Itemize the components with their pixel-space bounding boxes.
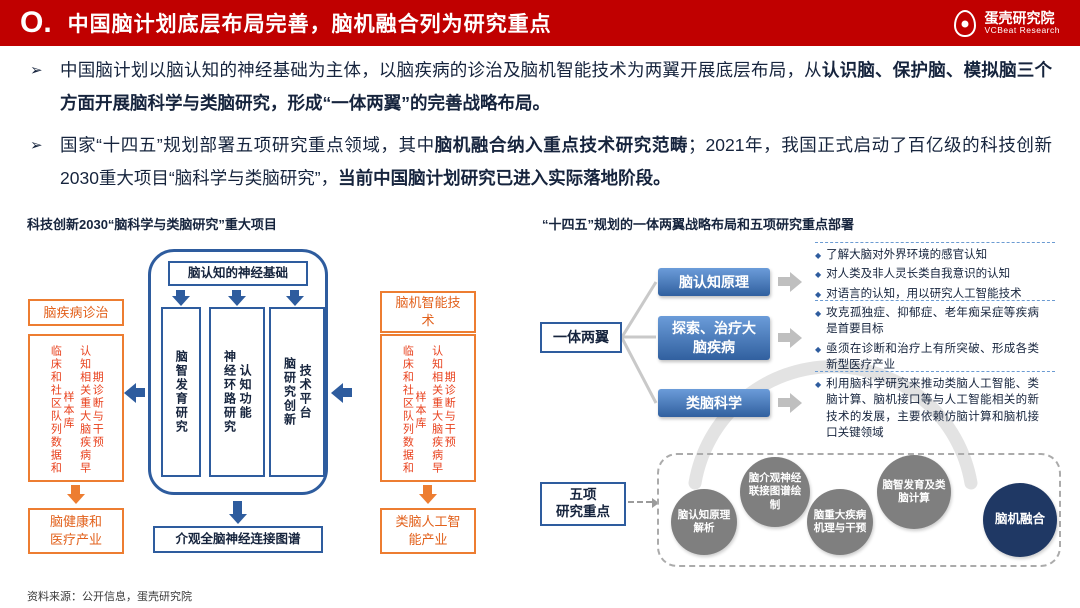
- bullet-segment: 国家“十四五”规划部署五项研究重点领域，其中: [60, 134, 435, 155]
- down-arrow-icon: [71, 485, 80, 494]
- right-diagram-title: “十四五”规划的一体两翼战略布局和五项研究重点部署: [542, 217, 855, 232]
- bullet-list: ➢ 中国脑计划以脑认知的神经基础为主体，以脑疾病的诊治及脑机智能技术为两翼开展底…: [30, 54, 1052, 204]
- dashed-separator: [815, 371, 1055, 372]
- point-item: ◆ 对人类及非人灵长类自我意识的认知: [815, 266, 1039, 282]
- bullet-segment: 中国脑计划以脑认知的神经基础为主体，以脑疾病的诊治及脑机智能技术为两翼开展底层布…: [60, 60, 822, 80]
- down-arrow-icon: [232, 290, 241, 296]
- down-arrow-icon: [176, 290, 185, 296]
- vertical-text: 临床和社区队列数据和样本库: [49, 345, 74, 475]
- down-arrow-icon: [290, 290, 299, 296]
- right-arrow-icon: [778, 277, 790, 286]
- diamond-bullet-icon: ◆: [815, 344, 822, 354]
- five-priorities-line: 研究重点: [556, 504, 610, 519]
- vertical-text: 技术平台: [298, 364, 313, 420]
- brain-health-industry-box: 脑健康和医疗产业: [28, 508, 124, 554]
- brain-project-diagram: 脑疾病诊治 临床和社区队列数据和样本库 认知相关重大脑疾病早期诊断与干预 脑健康…: [20, 233, 525, 568]
- dashed-separator: [815, 242, 1055, 243]
- diamond-bullet-icon: ◆: [815, 380, 822, 389]
- wing-brain-disease-box: 探索、治疗大脑疾病: [658, 316, 770, 360]
- vertical-text: 神经环路研究: [222, 350, 237, 434]
- left-diagram-title: 科技创新2030“脑科学与类脑研究”重大项目: [27, 217, 277, 232]
- point-item: ◆ 利用脑科学研究来推动类脑人工智能、类脑计算、脑机接口等与人工智能相关的新技术的…: [815, 376, 1039, 441]
- right-arrow-icon: [778, 333, 790, 342]
- brain-ai-industry-box: 类脑人工智能产业: [380, 508, 476, 554]
- brain-machine-intelligence-box: 脑机智能技术: [380, 291, 476, 333]
- neural-basis-box: 脑认知的神经基础: [168, 261, 308, 286]
- decorative-swoosh-arc: [620, 281, 978, 490]
- wing-points-brain-inspired: ◆ 利用脑科学研究来推动类脑人工智能、类脑计算、脑机接口等与人工智能相关的新技术的…: [815, 376, 1039, 444]
- bullet-segment: 当前中国脑计划研究已进入实际落地阶段。: [338, 167, 671, 188]
- bullet-text: 中国脑计划以脑认知的神经基础为主体，以脑疾病的诊治及脑机智能技术为两翼开展底层布…: [60, 54, 1052, 120]
- pillar-brain-development: 脑智发育研究: [161, 307, 201, 477]
- vertical-text: 认知功能: [238, 364, 253, 420]
- clinical-cohort-box-right: 临床和社区队列数据和样本库 认知相关重大脑疾病早期诊断与干预: [380, 334, 476, 482]
- brain-disease-treatment-box: 脑疾病诊治: [28, 299, 124, 326]
- dashed-arrow-connector: [628, 498, 659, 508]
- bullet-segment: ；2021年，我国正式启动了百亿级的科技创新2030重大项目“脑科学与类脑研究”…: [60, 134, 1053, 188]
- point-text: 了解大脑对外界环境的感官认知: [826, 249, 988, 261]
- priorities-dashed-frame: [657, 453, 1061, 567]
- point-text: 对人类及非人灵长类自我意识的认知: [826, 268, 1011, 281]
- eggshell-icon: [954, 9, 977, 37]
- bullet-text: 国家“十四五”规划部署五项研究重点领域，其中脑机融合纳入重点技术研究范畴；202…: [60, 129, 1052, 195]
- down-arrow-icon: [233, 501, 242, 514]
- source-note: 资料来源：公开信息，蛋壳研究院: [27, 591, 192, 603]
- brand-subtitle: VCBeat Research: [984, 25, 1060, 36]
- point-item: ◆ 攻克孤独症、抑郁症、老年痴呆症等疾病是首要目标: [815, 305, 1039, 338]
- point-text: 对语言的认知，用以研究人工智能技术: [826, 287, 1022, 300]
- left-arrow-icon: [136, 388, 145, 397]
- vertical-text: 脑研究创新: [282, 357, 297, 427]
- point-item: ◆ 亟须在诊断和治疗上有所突破、形成各类新型医疗产业: [815, 341, 1039, 374]
- vertical-text: 认知相关重大脑疾病早期诊断与干预: [430, 345, 456, 475]
- bullet-item: ➢ 国家“十四五”规划部署五项研究重点领域，其中脑机融合纳入重点技术研究范畴；2…: [30, 129, 1052, 195]
- down-arrow-icon: [423, 485, 432, 494]
- arrow-bullet-icon: ➢: [30, 62, 43, 79]
- wing-brain-inspired-box: 类脑科学: [658, 389, 770, 417]
- mesoscopic-connectome-box: 介观全脑神经连接图谱: [153, 526, 323, 553]
- point-item: ◆ 了解大脑对外界环境的感官认知: [815, 247, 1039, 263]
- left-arrow-icon: [343, 388, 352, 397]
- diamond-bullet-icon: ◆: [815, 251, 822, 260]
- diamond-bullet-icon: ◆: [815, 289, 822, 299]
- wing-points-disease: ◆ 攻克孤独症、抑郁症、老年痴呆症等疾病是首要目标 ◆ 亟须在诊断和治疗上有所突破、…: [815, 305, 1039, 376]
- one-body-two-wings-box: 一体两翼: [540, 322, 622, 353]
- right-arrow-icon: [778, 398, 790, 407]
- pillar-neural-circuits: 神经环路研究 认知功能: [209, 307, 265, 477]
- point-text: 利用脑科学研究来推动类脑人工智能、类脑计算、脑机接口等与人工智能相关的新技术的发…: [826, 378, 1039, 439]
- bullet-item: ➢ 中国脑计划以脑认知的神经基础为主体，以脑疾病的诊治及脑机智能技术为两翼开展底…: [30, 54, 1052, 120]
- brand-text: 蛋壳研究院 VCBeat Research: [984, 10, 1060, 36]
- header-bar: O. 中国脑计划底层布局完善，脑机融合列为研究重点 蛋壳研究院 VCBeat R…: [0, 0, 1080, 46]
- point-item: ◆ 对语言的认知，用以研究人工智能技术: [815, 286, 1039, 302]
- clinical-cohort-box-left: 临床和社区队列数据和样本库 认知相关重大脑疾病早期诊断与干预: [28, 334, 124, 482]
- diamond-bullet-icon: ◆: [815, 309, 822, 318]
- priority-circle-highlight: 脑机融合: [983, 483, 1057, 557]
- diamond-bullet-icon: ◆: [815, 270, 822, 280]
- strategy-diagram: 一体两翼 脑认知原理 探索、治疗大脑疾病 类脑科学 ◆ 了解大脑对外界环境的感官认…: [535, 233, 1080, 583]
- wing-brain-cognition-box: 脑认知原理: [658, 268, 770, 296]
- five-priorities-line: 五项: [569, 487, 597, 503]
- priority-circle: 脑智发育及类脑计算: [877, 455, 951, 529]
- vertical-text: 认知相关重大脑疾病早期诊断与干预: [78, 345, 104, 475]
- point-text: 亟须在诊断和治疗上有所突破、形成各类新型医疗产业: [826, 342, 1039, 371]
- brand-o-logo: O.: [20, 6, 52, 39]
- priority-circle: 脑介观神经联接图谱绘制: [740, 457, 810, 527]
- page-title: 中国脑计划底层布局完善，脑机融合列为研究重点: [67, 13, 552, 36]
- brand: 蛋壳研究院 VCBeat Research: [954, 9, 1060, 37]
- five-priorities-box: 五项 研究重点: [540, 482, 626, 526]
- wing-points-cognition: ◆ 了解大脑对外界环境的感官认知 ◆ 对人类及非人灵长类自我意识的认知 ◆ 对语言的认…: [815, 247, 1039, 305]
- brand-name: 蛋壳研究院: [984, 10, 1055, 27]
- bullet-segment: 认识脑、保护脑、模拟脑三个方面开展脑科学与类脑研究，形成“一体两翼”的完善战略布…: [60, 60, 1053, 113]
- arrow-bullet-icon: ➢: [30, 136, 43, 154]
- pillar-innovation-platform: 脑研究创新 技术平台: [269, 307, 325, 477]
- vertical-text: 临床和社区队列数据和样本库: [401, 345, 426, 475]
- dashed-separator: [815, 300, 1055, 301]
- priority-circle: 脑重大疾病机理与干预: [807, 489, 873, 555]
- priority-circle: 脑认知原理解析: [671, 489, 737, 555]
- vertical-text: 脑智发育研究: [174, 350, 189, 434]
- bullet-segment: 脑机融合纳入重点技术研究范畴: [434, 134, 688, 155]
- point-text: 攻克孤独症、抑郁症、老年痴呆症等疾病是首要目标: [826, 307, 1039, 336]
